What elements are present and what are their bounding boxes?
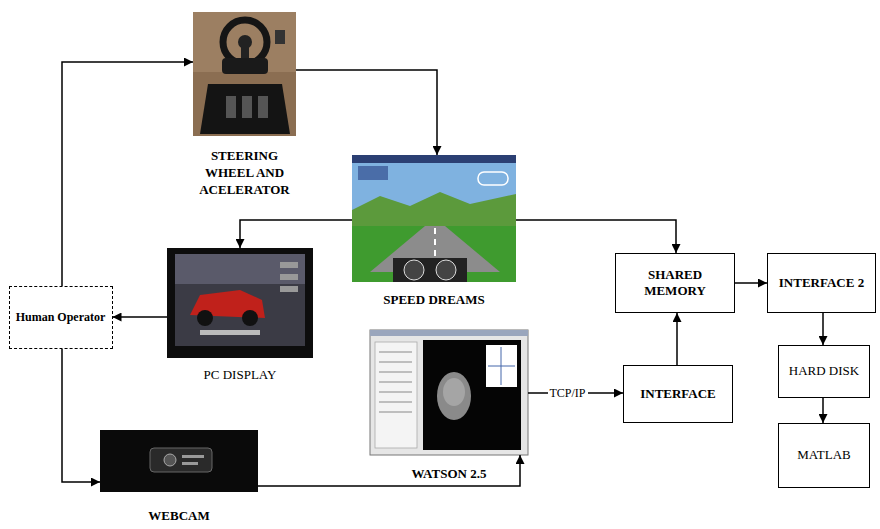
process-box: SHARED MEMORY — [615, 253, 735, 313]
actor-box: Human Operator — [9, 286, 113, 349]
edge-label: TCP/IP — [547, 386, 587, 400]
game-screenshot — [352, 155, 516, 282]
connector-arrow — [113, 316, 168, 318]
connector-arrow — [240, 220, 352, 248]
process-box: INTERFACE 2 — [767, 253, 876, 313]
box-label: Human Operator — [16, 310, 106, 325]
process-box: HARD DISK — [778, 345, 870, 398]
box-label: INTERFACE 2 — [779, 275, 864, 291]
image-node: SPEED DREAMS — [352, 155, 516, 282]
box-label: MATLAB — [797, 447, 850, 463]
process-box: INTERFACE — [623, 365, 733, 423]
connector-arrow — [676, 313, 678, 365]
software-screenshot — [370, 330, 528, 455]
image-node: WATSON 2.5 — [370, 330, 528, 455]
connector-arrow — [822, 313, 824, 345]
connector-arrow — [62, 62, 193, 286]
webcam-photo — [100, 430, 258, 492]
image-caption: STEERING WHEEL AND ACELERATOR — [193, 148, 297, 199]
image-caption: WEBCAM — [104, 508, 254, 525]
box-label: HARD DISK — [789, 363, 859, 379]
process-box: MATLAB — [778, 423, 870, 488]
connector-arrow — [296, 70, 437, 155]
connector-arrow — [735, 282, 767, 284]
image-node: PC DISPLAY — [167, 248, 313, 358]
image-caption: WATSON 2.5 — [374, 466, 524, 483]
steering-wheel-photo — [193, 12, 296, 136]
image-node: STEERING WHEEL AND ACELERATOR — [193, 12, 296, 136]
connector-arrow — [822, 398, 824, 423]
image-node: WEBCAM — [100, 430, 258, 492]
box-label: SHARED MEMORY — [622, 267, 728, 300]
image-caption: PC DISPLAY — [170, 367, 310, 384]
box-label: INTERFACE — [640, 386, 716, 402]
image-caption: SPEED DREAMS — [359, 292, 509, 309]
monitor-photo — [167, 248, 313, 358]
connector-arrow — [516, 220, 676, 253]
connector-arrow — [62, 349, 100, 482]
